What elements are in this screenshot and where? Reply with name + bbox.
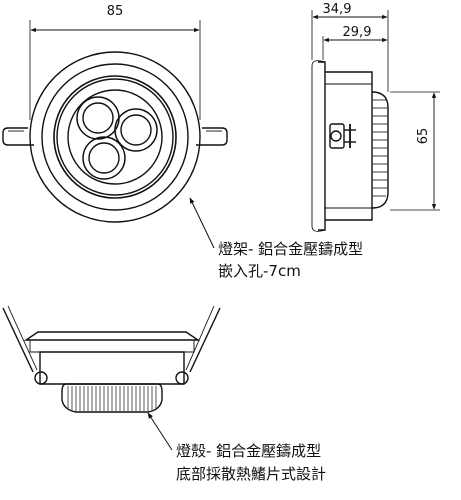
- front-heatsink-fins: [67, 386, 157, 411]
- bottom-note-leader: [147, 412, 173, 451]
- frame-ring: [41, 63, 189, 211]
- side-heatsink-fins: [372, 99, 388, 197]
- front-body: [39, 351, 185, 385]
- top-note-line1: 燈架- 鋁合金壓鑄成型: [218, 240, 363, 258]
- right-spring-clip: [189, 307, 221, 373]
- right-clip: [196, 127, 228, 146]
- front-heatsink: [61, 383, 163, 413]
- side-view: [311, 10, 440, 232]
- left-clip: [2, 127, 34, 146]
- bottom-note-line1: 燈殼- 鋁合金壓鑄成型: [176, 442, 321, 460]
- side-screw: [329, 123, 356, 149]
- front-view: [2, 305, 221, 413]
- top-view: [2, 20, 228, 223]
- height-label: 65: [416, 128, 431, 145]
- bottom-note-line2: 底部採散熱鰭片式設計: [176, 465, 326, 483]
- total-depth-label: 34,9: [323, 2, 352, 17]
- side-heatsink: [371, 91, 389, 209]
- top-width-label: 85: [107, 4, 124, 19]
- side-body: [325, 71, 373, 221]
- top-note-line2: 嵌入孔-7cm: [218, 262, 301, 280]
- led-lens-cluster: [76, 96, 158, 180]
- top-note-leader: [189, 197, 215, 249]
- body-depth-label: 29,9: [343, 25, 372, 40]
- front-flange: [23, 331, 201, 341]
- side-flange: [318, 61, 326, 231]
- left-spring-clip: [2, 307, 34, 373]
- outer-ring: [29, 51, 201, 223]
